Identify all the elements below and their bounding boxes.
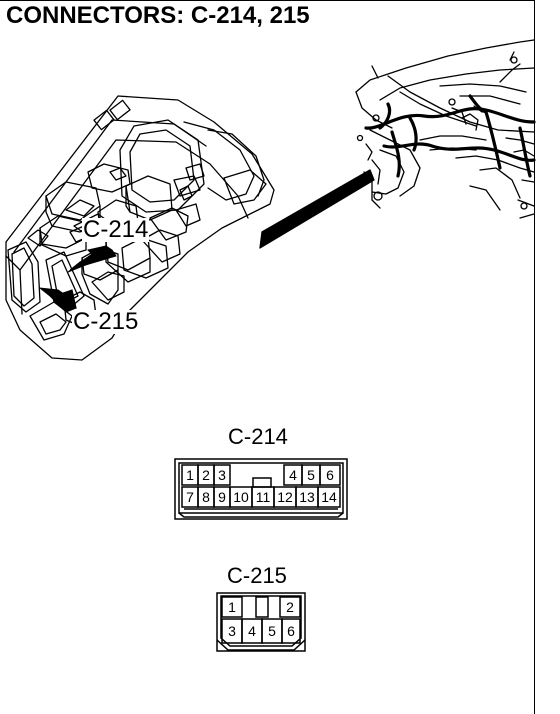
c214-pin: 4 [289, 467, 297, 483]
callout-arrows [38, 245, 117, 313]
dashboard-icon [355, 39, 535, 219]
c214-pin: 11 [255, 489, 271, 505]
c214-pin: 10 [233, 489, 249, 505]
callout-c214: C-214 [82, 216, 150, 243]
c214-pin: 12 [277, 489, 293, 505]
c214-pin: 3 [218, 467, 226, 483]
c215-pin: 1 [228, 599, 236, 615]
c214-pin: 2 [202, 467, 210, 483]
c214-pin: 14 [321, 489, 337, 505]
callout-c215: C-215 [72, 308, 140, 335]
c214-pin: 13 [299, 489, 315, 505]
c214-pin: 7 [186, 489, 194, 505]
c215-pin: 2 [286, 599, 294, 615]
c214-pin: 6 [326, 467, 334, 483]
connector-c214-face [174, 458, 348, 520]
top-border [0, 0, 534, 2]
c215-pin: 5 [268, 623, 276, 639]
c214-pin: 1 [186, 467, 194, 483]
c214-pin: 8 [202, 489, 210, 505]
page-title: CONNECTORS: C-214, 215 [6, 2, 310, 29]
c214-pin: 5 [307, 467, 315, 483]
connector-c215-title: C-215 [227, 563, 287, 588]
c215-pin: 4 [248, 623, 256, 639]
connector-c214-title: C-214 [228, 424, 288, 449]
c215-pin: 6 [287, 623, 295, 639]
c215-pin: 3 [228, 623, 236, 639]
right-border [534, 0, 535, 714]
leader-arrow-icon [259, 169, 375, 249]
c214-pin: 9 [218, 489, 226, 505]
connector-c215-face [216, 592, 306, 652]
